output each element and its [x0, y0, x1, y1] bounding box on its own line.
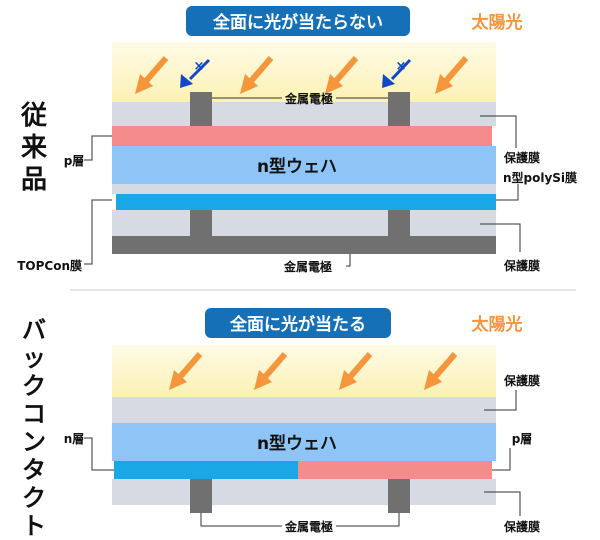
conventional-front-electrode-label: 金属電極: [284, 91, 333, 106]
sunlight-arrow: [325, 56, 359, 94]
bc-front-protective-layer: [112, 397, 496, 423]
conventional-side-label: 従 来 品: [20, 101, 48, 195]
conventional-back-protective-label: 保護膜: [503, 258, 540, 273]
n-type-wafer: [112, 146, 496, 184]
back-contact-back-protective-label: 保護膜: [503, 519, 540, 534]
conventional-front-protective-label: 保護膜: [503, 150, 540, 165]
conventional-section: 従 来 品 全面に光が当たらない 太陽光: [17, 6, 577, 274]
conventional-sunlight-label: 太陽光: [472, 12, 523, 33]
back-contact-side-char-5: ン: [22, 428, 46, 456]
back-contact-sunlight-arrows: [169, 352, 458, 390]
back-contact-light-region: [112, 345, 496, 397]
conventional-side-char-3: 品: [21, 165, 47, 195]
back-contact-side-char-4: コ: [22, 400, 46, 428]
bc-back-electrode: [388, 479, 410, 513]
front-protective-layer: [112, 102, 496, 126]
back-electrode-finger: [388, 210, 410, 236]
conventional-side-char-2: 来: [21, 133, 48, 163]
back-contact-side-char-6: タ: [22, 456, 46, 484]
conventional-poly-label: n型polySi膜: [503, 170, 577, 185]
sunlight-arrow: [424, 352, 458, 390]
conventional-side-char-1: 従: [20, 101, 47, 131]
sunlight-arrow: [254, 352, 288, 390]
back-contact-sunlight-label: 太陽光: [472, 314, 523, 335]
back-contact-leader-lines: [84, 390, 521, 527]
conventional-p-layer-label: p層: [64, 154, 85, 168]
back-contact-banner: 全面に光が当たる: [229, 314, 366, 335]
topcon-layer: [112, 184, 496, 194]
back-contact-banner-box: [205, 308, 391, 338]
back-electrode-finger: [190, 210, 212, 236]
blocked-arrow: ×: [180, 58, 211, 88]
sunlight-arrow: [240, 56, 274, 94]
sunlight-arrow: [169, 352, 203, 390]
sunlight-arrow: [135, 56, 169, 94]
conventional-topcon-label: TOPCon膜: [17, 258, 82, 273]
conventional-banner-box: [186, 6, 410, 36]
conventional-banner: 全面に光が当たらない: [212, 12, 383, 33]
conventional-light-region: [112, 42, 496, 102]
sunlight-arrow: [435, 56, 469, 94]
back-contact-p-layer-label: p層: [512, 432, 533, 446]
conventional-blocked-arrows: × ×: [180, 58, 412, 88]
blocked-x-mark: ×: [396, 59, 407, 74]
bc-n-type-wafer: [112, 423, 496, 461]
back-protective-layer: [112, 210, 496, 236]
conventional-wafer-label: n型ウェハ: [257, 156, 337, 177]
p-layer: [112, 126, 492, 146]
back-contact-side-char-1: バ: [22, 316, 46, 344]
conventional-sunlight-arrows: [135, 56, 469, 94]
conventional-back-electrode-label: 金属電極: [283, 259, 332, 274]
bc-back-electrode: [190, 479, 212, 513]
back-contact-side-char-3: ク: [22, 372, 46, 400]
back-contact-side-char-7: ク: [22, 484, 46, 512]
sunlight-arrow: [339, 352, 373, 390]
back-contact-n-layer-label: n層: [64, 432, 85, 446]
n-poly-si-layer: [116, 194, 496, 210]
conventional-leader-lines: [84, 97, 521, 267]
bc-n-layer: [114, 461, 298, 479]
blocked-x-mark: ×: [194, 59, 205, 74]
front-electrode: [190, 92, 212, 126]
back-electrode-bar: [112, 236, 496, 254]
front-electrode: [388, 92, 410, 126]
back-contact-side-char-2: ッ: [22, 344, 46, 372]
back-contact-section: バ ッ ク コ ン タ ク ト 全面に光が当たる 太陽光: [22, 308, 540, 540]
back-contact-side-label: バ ッ ク コ ン タ ク ト: [22, 316, 46, 540]
back-contact-side-char-8: ト: [22, 512, 46, 540]
back-contact-wafer-label: n型ウェハ: [257, 433, 337, 454]
back-contact-front-protective-label: 保護膜: [503, 373, 540, 388]
blocked-arrow: ×: [382, 58, 412, 88]
bc-p-layer: [298, 461, 492, 479]
bc-back-protective-layer: [112, 479, 496, 505]
back-contact-electrode-label: 金属電極: [284, 519, 333, 534]
